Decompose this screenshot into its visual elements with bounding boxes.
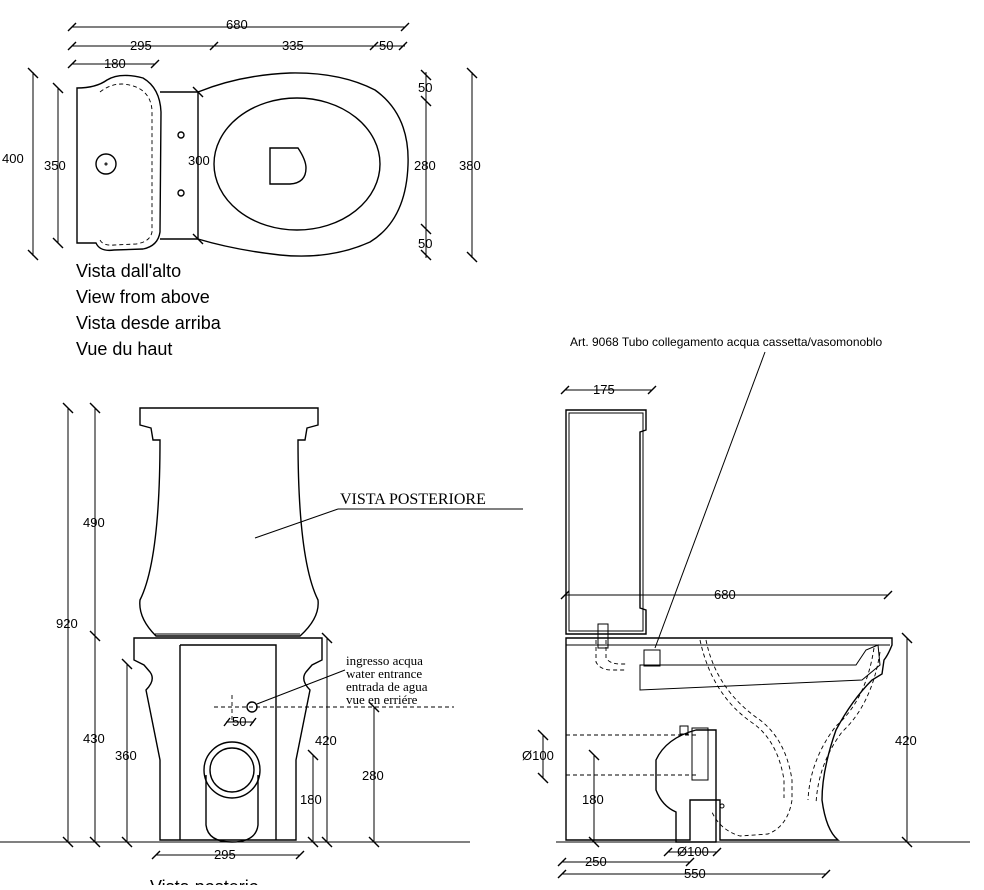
dim-inlet-offset: 50 [232, 714, 246, 729]
inlet-text-fr: vue en erriére [346, 692, 418, 707]
dim-overall-length: 680 [226, 17, 248, 32]
dim-bowl-side: 335 [282, 38, 304, 53]
rear-view-bowl-rim [133, 637, 323, 841]
dim-side-outlet-diameter: Ø100 [522, 748, 554, 763]
dim-tank-width: 350 [44, 158, 66, 173]
dim-side-floor-outlet: Ø100 [677, 844, 709, 859]
rear-view-outlet-inner [209, 747, 255, 793]
inlet-text-es: entrada de agua [346, 679, 428, 694]
top-view-bowl-inner [213, 97, 381, 231]
rear-view-label: VISTA POSTERIORE [340, 491, 486, 508]
side-view-note: Art. 9068 Tubo collegamento acqua casset… [570, 335, 883, 349]
rear-view-outlet [203, 741, 261, 799]
caption-it: Vista dall'alto [76, 261, 181, 281]
caption-fr: Vue du haut [76, 339, 172, 359]
rear-view-outlet-pipe [205, 775, 259, 843]
top-view-tank-hole-center [104, 162, 108, 166]
dim-outlet-height: 180 [300, 792, 322, 807]
dim-total-height: 920 [56, 616, 78, 631]
rear-view-tank [139, 407, 319, 637]
side-view: Art. 9068 Tubo collegamento acqua casset… [522, 335, 970, 881]
top-view-drain [269, 147, 307, 185]
dim-base-width: 295 [214, 847, 236, 862]
dim-side-base-offset: 250 [585, 854, 607, 869]
dim-side-total-length: 680 [714, 587, 736, 602]
inlet-text-it: ingresso acqua [346, 653, 423, 668]
dim-bowl-inner-width: 280 [414, 158, 436, 173]
rear-view-caption: Vista posterio [150, 877, 259, 885]
dim-rear-edge: 50 [379, 38, 393, 53]
side-view-outlet-pipe [655, 729, 717, 843]
dim-seat-height: 360 [115, 748, 137, 763]
side-view-bowl [565, 637, 893, 841]
dim-water-inlet-height: 280 [362, 768, 384, 783]
top-view: 680 295 335 50 180 400 350 300 50 280 50… [2, 17, 481, 359]
dim-tank-depth: 180 [104, 56, 126, 71]
dim-bowl-height: 430 [83, 731, 105, 746]
top-view-bowl-outline [197, 72, 409, 257]
top-view-bolt-hole [177, 189, 185, 197]
dim-neck-width: 300 [188, 153, 210, 168]
rear-view-pedestal [179, 644, 277, 840]
dim-outer-width: 400 [2, 151, 24, 166]
dim-side-outlet-height: 180 [582, 792, 604, 807]
top-view-bolt-hole [177, 131, 185, 139]
inlet-text-en: water entrance [346, 666, 422, 681]
dim-side-rim-height: 420 [895, 733, 917, 748]
caption-es: Vista desde arriba [76, 313, 222, 333]
dim-tank-height: 490 [83, 515, 105, 530]
dim-side-tank-depth: 175 [593, 382, 615, 397]
dim-bowl-margin-top: 50 [418, 80, 432, 95]
top-view-tank-outline [76, 74, 162, 252]
rear-view: 50 VISTA POSTERIORE ingresso acqua water… [0, 402, 523, 890]
dim-bowl-outer-width: 380 [459, 158, 481, 173]
dim-tank-side: 295 [130, 38, 152, 53]
dim-side-base-length: 550 [684, 866, 706, 881]
dim-bowl-margin-bottom: 50 [418, 236, 432, 251]
caption-en: View from above [76, 287, 210, 307]
top-view-tank-hole [95, 153, 117, 175]
dim-rim-height: 420 [315, 733, 337, 748]
side-view-tank [565, 409, 647, 635]
top-view-tank-inner [99, 83, 153, 246]
